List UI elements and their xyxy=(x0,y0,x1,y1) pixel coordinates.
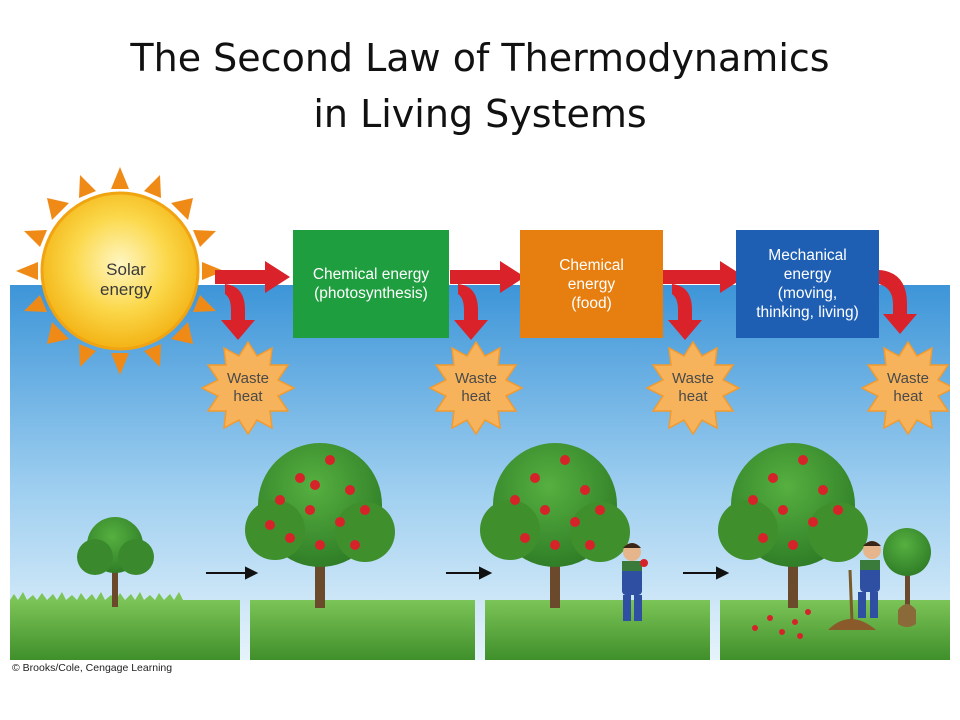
waste-heat-label-3: Waste heat xyxy=(672,370,714,405)
waste-heat-burst-3 xyxy=(645,340,741,436)
title-line-2: in Living Systems xyxy=(313,92,647,136)
waste-heat-burst-2 xyxy=(428,340,524,436)
box-chemical-food-label: Chemical energy (food) xyxy=(559,256,624,312)
energy-flow-diagram: Chemical energy (photosynthesis) Chemica… xyxy=(10,160,950,680)
progression-arrow-3 xyxy=(683,566,730,580)
person-eating-icon xyxy=(622,543,648,621)
diagram-artwork xyxy=(10,167,950,660)
progression-arrow-2 xyxy=(446,566,493,580)
box-chemical-photosynthesis-label: Chemical energy (photosynthesis) xyxy=(312,266,430,302)
waste-heat-label-2: Waste heat xyxy=(455,370,497,405)
sun-label: Solar energy xyxy=(100,260,152,299)
waste-heat-label-4: Waste heat xyxy=(887,370,929,405)
sun-icon xyxy=(16,167,224,375)
copyright-credit: © Brooks/Cole, Cengage Learning xyxy=(12,662,173,674)
waste-heat-burst-4 xyxy=(860,340,950,436)
flow-arrow-3 xyxy=(662,261,745,340)
waste-heat-label-1: Waste heat xyxy=(227,370,269,405)
slide-title: The Second Law of Thermodynamics in Livi… xyxy=(0,30,960,142)
waste-heat-bursts xyxy=(200,340,950,436)
box-mechanical: Mechanical energy (moving, thinking, liv… xyxy=(736,230,879,338)
progression-arrow-1 xyxy=(206,566,259,580)
grass-panel-2 xyxy=(250,600,475,660)
title-line-1: The Second Law of Thermodynamics xyxy=(130,36,830,80)
box-chemical-food: Chemical energy (food) xyxy=(520,230,663,338)
sapling-icon xyxy=(883,528,931,627)
flow-arrow-4 xyxy=(879,270,917,334)
flow-arrow-2 xyxy=(450,261,525,340)
box-mechanical-label: Mechanical energy (moving, thinking, liv… xyxy=(756,247,859,321)
progression-arrows xyxy=(206,566,730,580)
small-tree-icon xyxy=(77,517,154,607)
person-digging-icon xyxy=(752,541,881,639)
box-chemical-photosynthesis: Chemical energy (photosynthesis) xyxy=(293,230,449,338)
flow-arrows xyxy=(215,261,917,340)
apple-tree-icon-1 xyxy=(245,443,395,608)
apple-tree-icon-3 xyxy=(718,443,868,608)
grass-panel-3 xyxy=(485,600,710,660)
waste-heat-burst-1 xyxy=(200,340,296,436)
flow-arrow-1 xyxy=(215,261,290,340)
apple-tree-icon-2 xyxy=(480,443,630,608)
grass-panel-1 xyxy=(10,600,240,660)
